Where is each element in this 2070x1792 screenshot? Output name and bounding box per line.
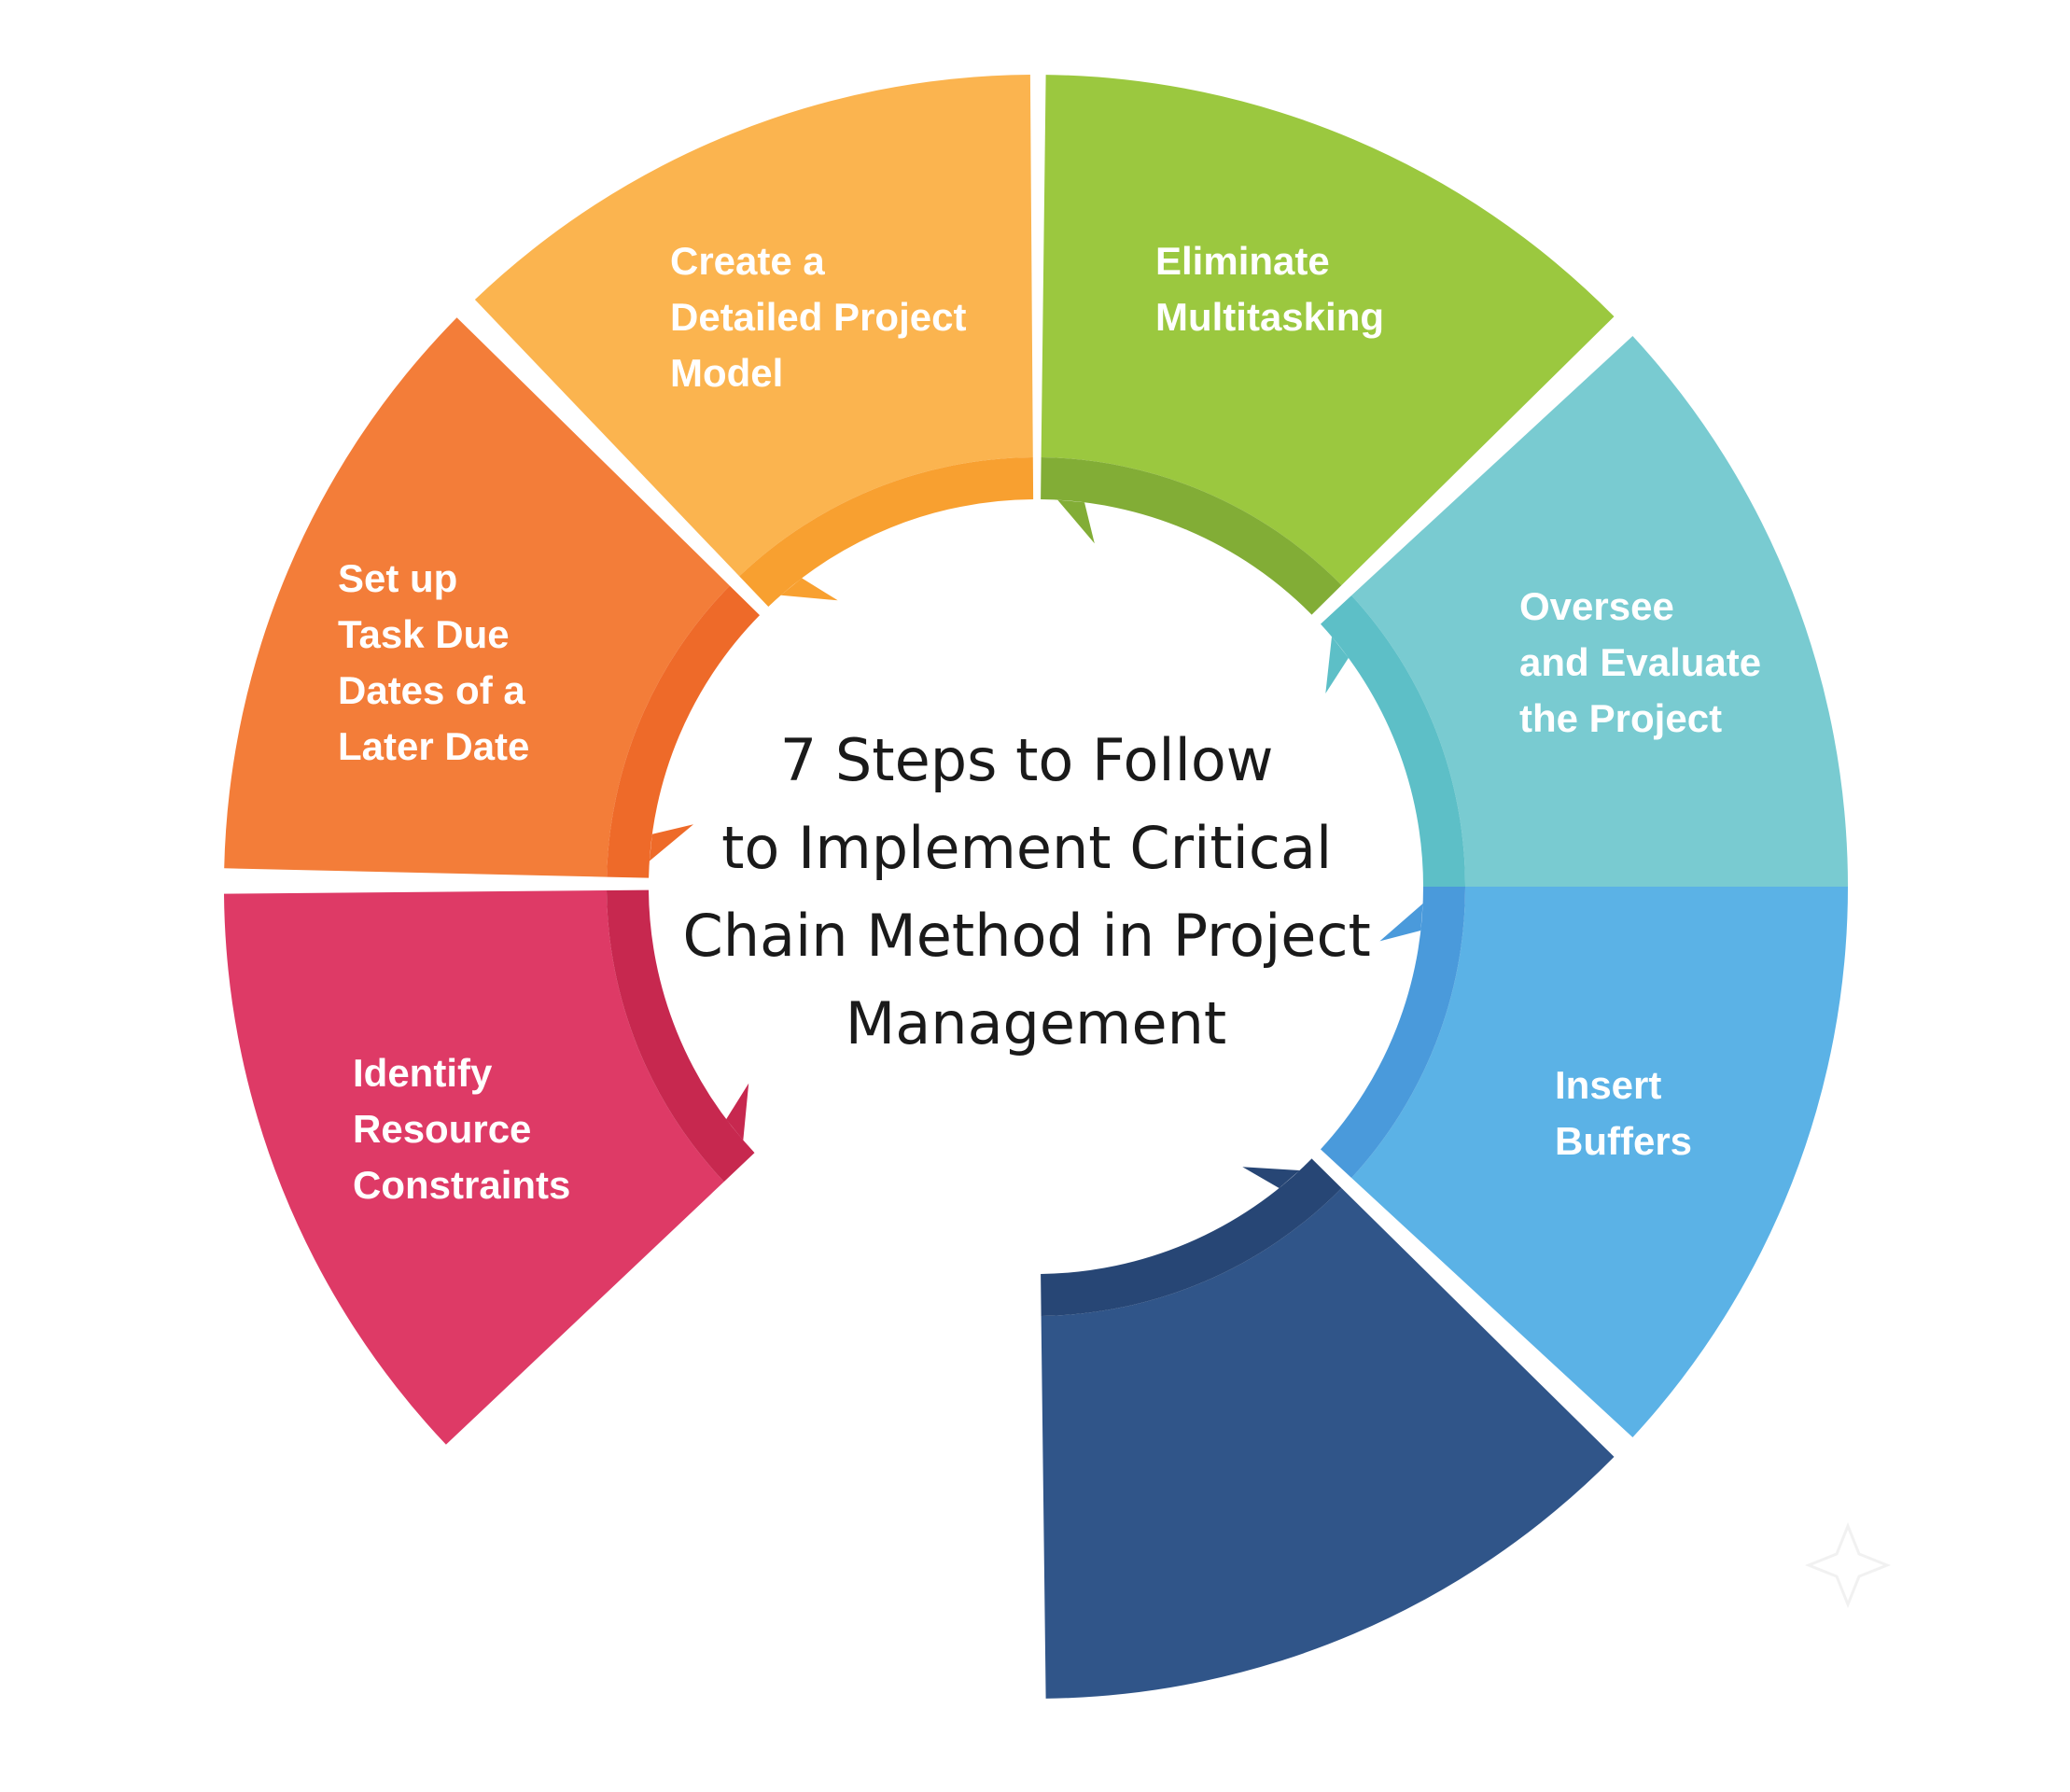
cycle-segments	[224, 75, 1848, 1699]
segment-arrow-set-task-due-dates	[780, 578, 838, 601]
segment-eliminate-multitasking	[1351, 336, 1848, 887]
diagram-title: 7 Steps to Follow to Implement Critical …	[682, 726, 1389, 1057]
sparkle-icon	[1804, 1521, 1892, 1609]
segment-inner-band-oversee-evaluate	[1321, 887, 1465, 1178]
segment-oversee-evaluate	[1351, 887, 1848, 1437]
segment-inner-band-create-project-model	[1041, 457, 1342, 615]
segment-inner-band-identify-resource-constraints	[607, 585, 760, 878]
segment-identify-critical-path	[224, 890, 724, 1445]
segment-inner-band-eliminate-multitasking	[1321, 595, 1465, 887]
step-label-set-task-due-dates: Set up Task Due Dates of a Later Date	[338, 556, 536, 768]
segment-arrow-insert-buffers	[1242, 1167, 1300, 1188]
segment-arrow-create-project-model	[1057, 499, 1095, 544]
segment-arrow-eliminate-multitasking	[1325, 637, 1349, 693]
segment-arrow-identify-critical-path	[726, 1083, 749, 1141]
step-label-oversee-evaluate: Oversee and Evaluate the Project	[1519, 584, 1772, 740]
step-label-eliminate-multitasking: Eliminate Multitasking	[1155, 239, 1384, 339]
segment-arrow-oversee-evaluate	[1379, 903, 1423, 942]
step-label-insert-buffers: Insert Buffers	[1555, 1063, 1692, 1163]
segment-identify-resource-constraints	[224, 317, 730, 877]
step-labels: Create a Detailed Project Model Eliminat…	[338, 239, 1772, 1524]
segment-insert-buffers	[1041, 1188, 1615, 1699]
segment-arrow-identify-resource-constraints	[649, 824, 693, 861]
step-label-identify-resource-constraints: Identify Resource Constraints	[353, 1051, 570, 1207]
step-label-create-project-model: Create a Detailed Project Model	[670, 239, 977, 395]
segment-create-project-model	[1041, 75, 1615, 586]
step-label-identify-critical-path: Identify the Critical Path	[670, 1424, 899, 1524]
segment-inner-band-set-task-due-dates	[739, 457, 1034, 607]
segment-inner-band-insert-buffers	[1041, 1158, 1342, 1316]
segment-set-task-due-dates	[474, 75, 1033, 577]
segment-inner-band-identify-critical-path	[607, 889, 755, 1183]
